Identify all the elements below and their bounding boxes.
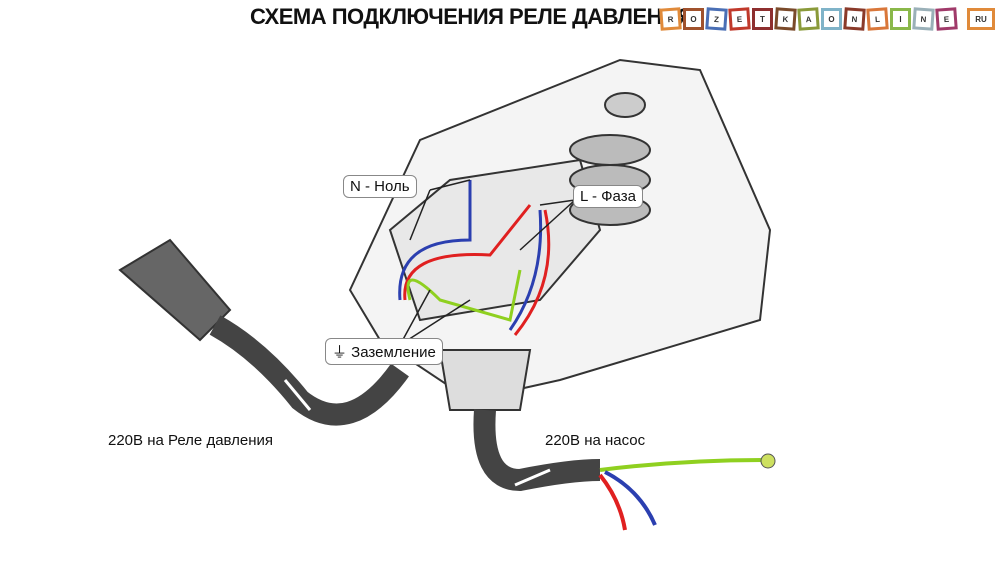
neutral-wire xyxy=(508,209,543,331)
plug xyxy=(118,238,232,342)
ground-icon: ⏚ xyxy=(332,344,352,361)
callout-neutral: N - Ноль xyxy=(343,175,417,198)
neutral-wire-out xyxy=(604,470,657,526)
arrow-icon xyxy=(514,468,551,487)
phase-wire-out xyxy=(598,473,627,531)
page-title: СХЕМА ПОДКЛЮЧЕНИЯ РЕЛЕ ДАВЛЕНИЯ xyxy=(250,4,693,29)
adjust-nut xyxy=(604,92,646,118)
terminal-block xyxy=(388,158,602,322)
ring-terminal xyxy=(760,453,776,469)
ground-wire xyxy=(406,269,522,322)
logo-tile: RU xyxy=(967,8,995,30)
spring xyxy=(569,134,651,166)
callout-ground-text: Заземление xyxy=(351,344,436,361)
logo-tile: O xyxy=(683,8,704,30)
arrow-icon xyxy=(283,379,312,411)
output-cable xyxy=(473,409,601,492)
output-label: 220В на насос xyxy=(545,432,646,449)
neutral-wire xyxy=(398,180,472,301)
input-label: 220В на Реле давления xyxy=(108,432,274,449)
logo-tile: T xyxy=(752,8,773,30)
callout-ground: ⏚ Заземление xyxy=(325,338,443,365)
logo-tile: O xyxy=(821,8,842,30)
callout-leaders xyxy=(399,179,576,346)
cable-fitting xyxy=(438,349,532,411)
callout-phase: L - Фаза xyxy=(573,185,643,208)
logo-tile: I xyxy=(890,8,911,30)
ground-wire-out xyxy=(599,458,766,472)
phase-wire xyxy=(403,204,532,301)
